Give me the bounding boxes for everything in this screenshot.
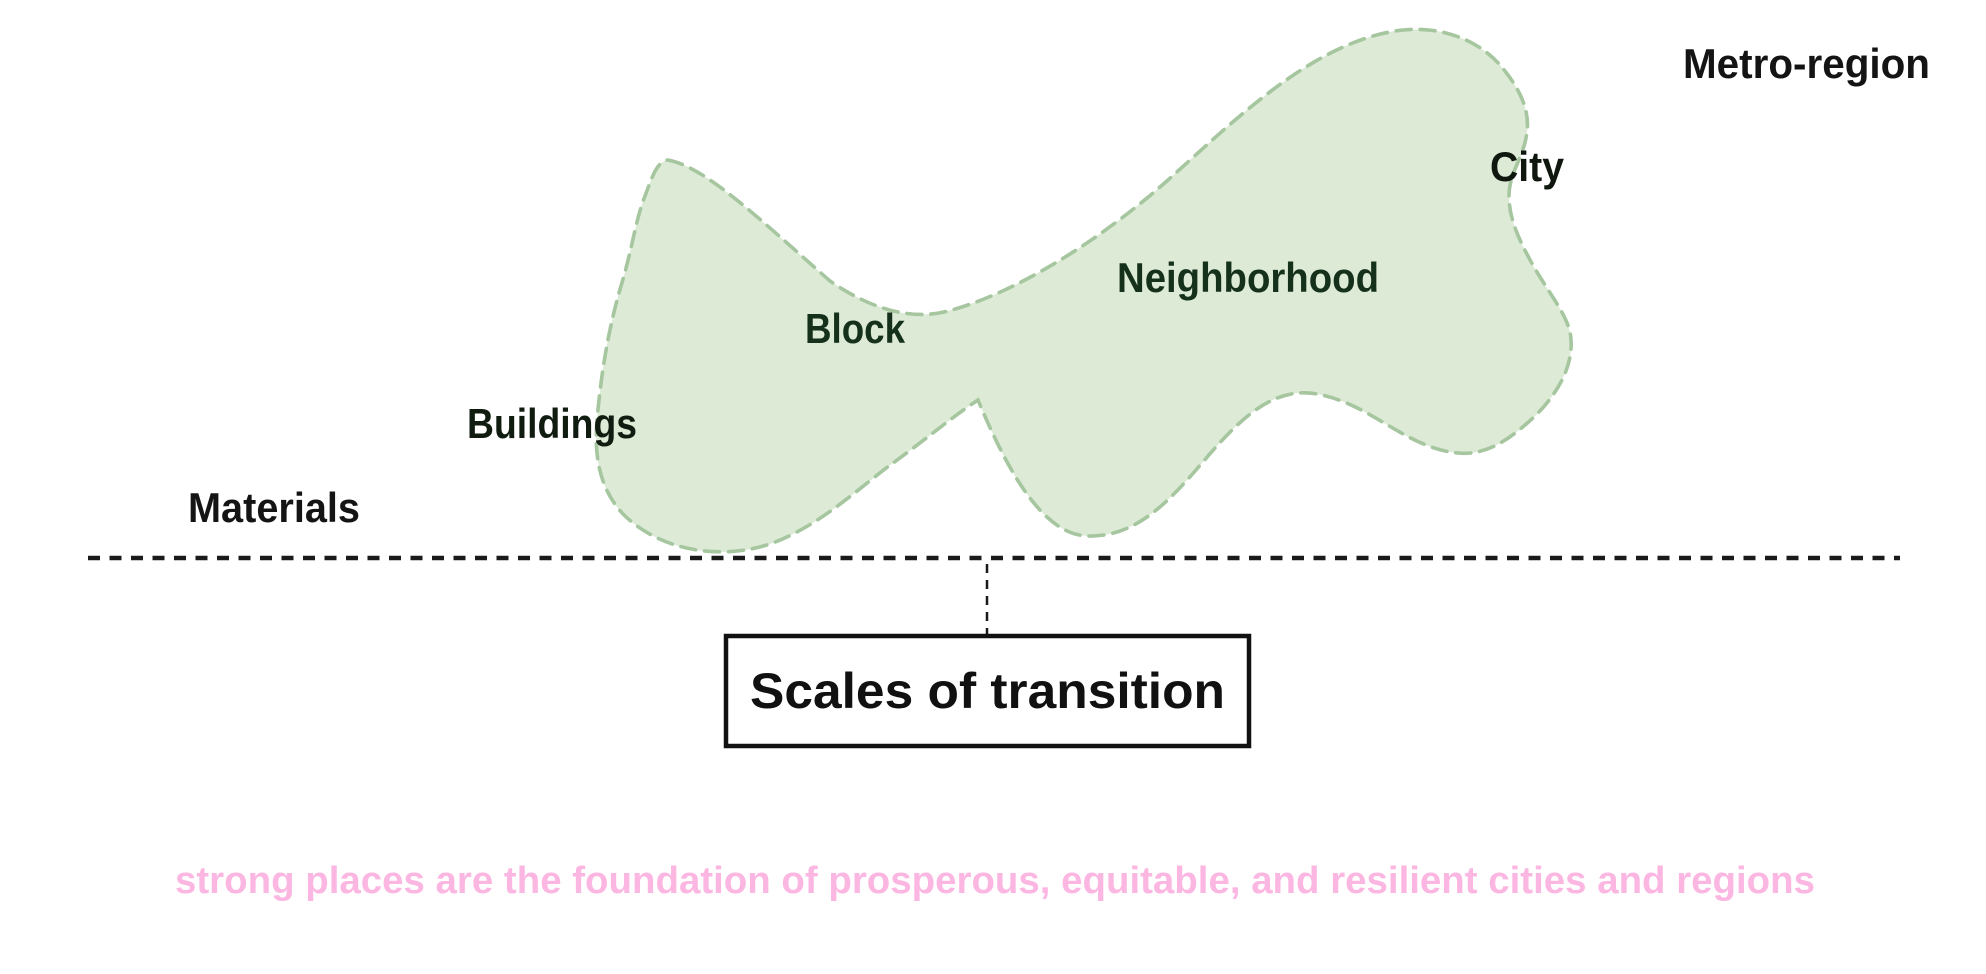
scale-label-city: City xyxy=(1490,143,1565,190)
axis-caption-label: Scales of transition xyxy=(750,663,1225,719)
scale-label-materials: Materials xyxy=(188,484,360,531)
scale-label-neighborhood: Neighborhood xyxy=(1117,254,1379,301)
scale-label-block: Block xyxy=(805,305,906,352)
axis-caption-box xyxy=(723,633,1252,749)
transition-scope-blob xyxy=(594,27,1573,554)
scale-label-metro-region: Metro-region xyxy=(1683,40,1930,87)
scale-label-buildings: Buildings xyxy=(467,400,637,447)
tagline-text: strong places are the foundation of pros… xyxy=(175,860,1815,902)
